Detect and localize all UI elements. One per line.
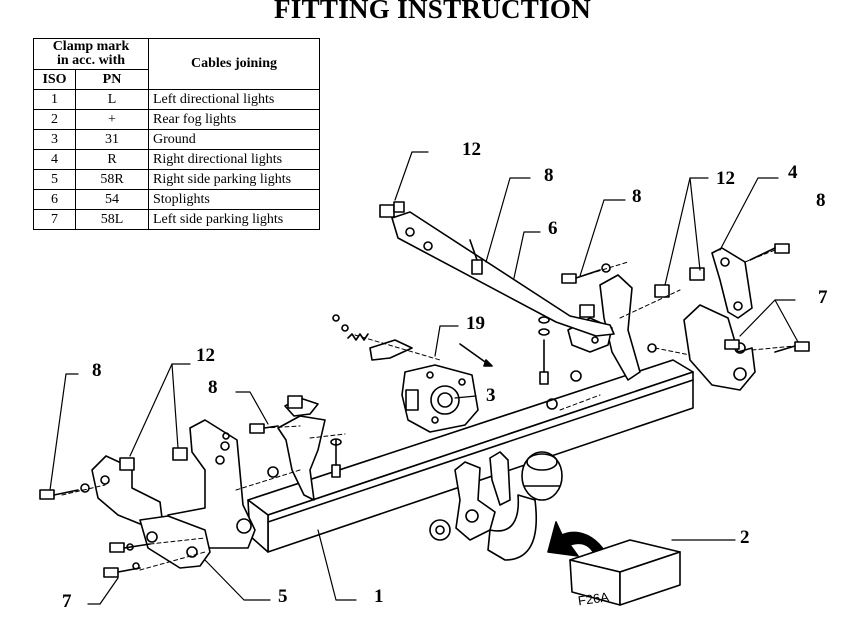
bolts-and-washers (39, 239, 810, 578)
callout-6: 6 (548, 218, 558, 239)
main-crossbar (247, 359, 694, 553)
callout-7-left: 7 (62, 591, 72, 612)
description-cell: Left side parking lights (148, 209, 320, 230)
description-cell: Right directional lights (148, 149, 320, 170)
callout-3: 3 (486, 385, 496, 406)
callout-numbers: 12 8 8 6 12 4 8 7 19 3 8 12 8 2 5 1 7 (62, 139, 828, 612)
box-label: F26A (577, 589, 610, 608)
reinforcement-bar (391, 211, 615, 337)
table-header-row: Clamp mark in acc. with Cables joining (33, 38, 320, 90)
header-pn: PN (75, 69, 149, 90)
callout-8-right: 8 (816, 190, 826, 211)
callout-2: 2 (740, 527, 750, 548)
callout-12-left: 12 (196, 345, 215, 366)
socket-plate (401, 364, 479, 433)
left-bracket (167, 419, 256, 549)
header-clamp-line1: Clamp mark (52, 39, 130, 54)
tow-ball-neck (429, 451, 563, 561)
callout-19: 19 (466, 313, 485, 334)
callout-12-top: 12 (462, 139, 481, 160)
callout-7-right: 7 (818, 287, 828, 308)
ball-box (569, 539, 681, 606)
pn-cell: 54 (75, 189, 149, 210)
socket-bracket (347, 333, 493, 367)
leader-lines (49, 151, 799, 605)
callout-4: 4 (788, 162, 798, 183)
callout-8-left2: 8 (208, 377, 218, 398)
cables-table: Clamp mark in acc. with Cables joining I… (33, 38, 320, 230)
left-side-plate (91, 455, 211, 569)
callout-8-mid: 8 (632, 186, 642, 207)
callout-5: 5 (278, 586, 288, 607)
header-clamp-mark: Clamp mark in acc. with (33, 38, 149, 70)
pn-cell: 58L (75, 209, 149, 230)
description-cell: Right side parking lights (148, 169, 320, 190)
assembly-lines (61, 249, 796, 571)
cable-clamps (119, 201, 705, 471)
description-cell: Stoplights (148, 189, 320, 210)
header-clamp-line2: in acc. with (56, 53, 126, 68)
callout-8-top: 8 (544, 165, 554, 186)
header-cables-joining: Cables joining (148, 38, 320, 90)
callout-8-left: 8 (92, 360, 102, 381)
page-title: FITTING INSTRUCTION (273, 0, 592, 24)
callout-12-right: 12 (716, 168, 735, 189)
callout-1: 1 (374, 586, 384, 607)
pn-cell: 31 (75, 129, 149, 150)
description-cell: Ground (148, 129, 320, 150)
iso-cell: 7 (33, 209, 76, 230)
